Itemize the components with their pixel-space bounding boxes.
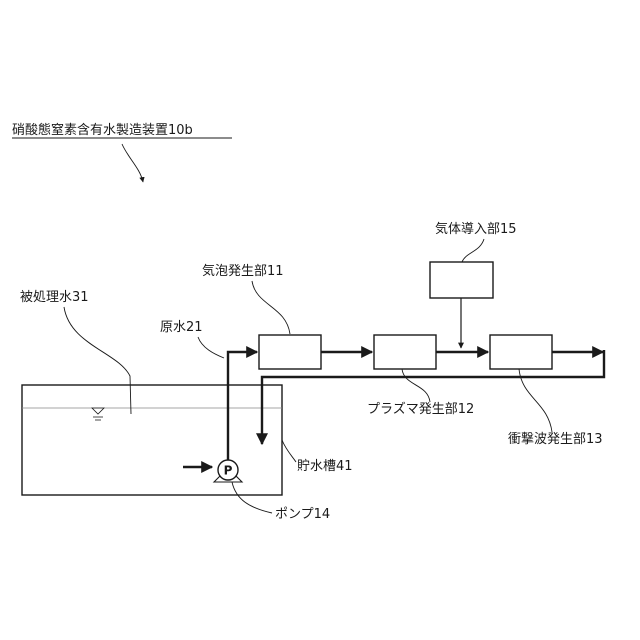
leader-gas-inlet [462, 239, 484, 262]
label-bubble-generator: 気泡発生部11 [202, 263, 284, 279]
storage-tank [22, 385, 282, 495]
label-treated-water: 被処理水31 [20, 290, 89, 305]
label-shockwave-generator: 衝撃波発生部13 [508, 431, 603, 447]
leader-storage-tank [282, 440, 296, 462]
label-storage-tank: 貯水槽41 [297, 459, 353, 474]
pump-symbol: P [224, 464, 233, 478]
bubble-generator-box [259, 335, 321, 369]
diagram-title: 硝酸態窒素含有水製造装置10b [12, 122, 193, 138]
leader-plasma-generator [402, 369, 430, 402]
leader-raw-water [198, 337, 224, 358]
gas-inlet-box [430, 262, 493, 298]
label-raw-water: 原水21 [160, 320, 203, 335]
shockwave-generator-box [490, 335, 552, 369]
leader-shockwave-generator [519, 369, 552, 432]
plasma-generator-box [374, 335, 436, 369]
label-gas-inlet: 気体導入部15 [435, 221, 517, 237]
label-pump: ポンプ14 [275, 507, 330, 522]
title-pointer-arrow [122, 144, 143, 182]
label-plasma-generator: プラズマ発生部12 [367, 401, 474, 417]
leader-bubble-generator [252, 281, 290, 334]
